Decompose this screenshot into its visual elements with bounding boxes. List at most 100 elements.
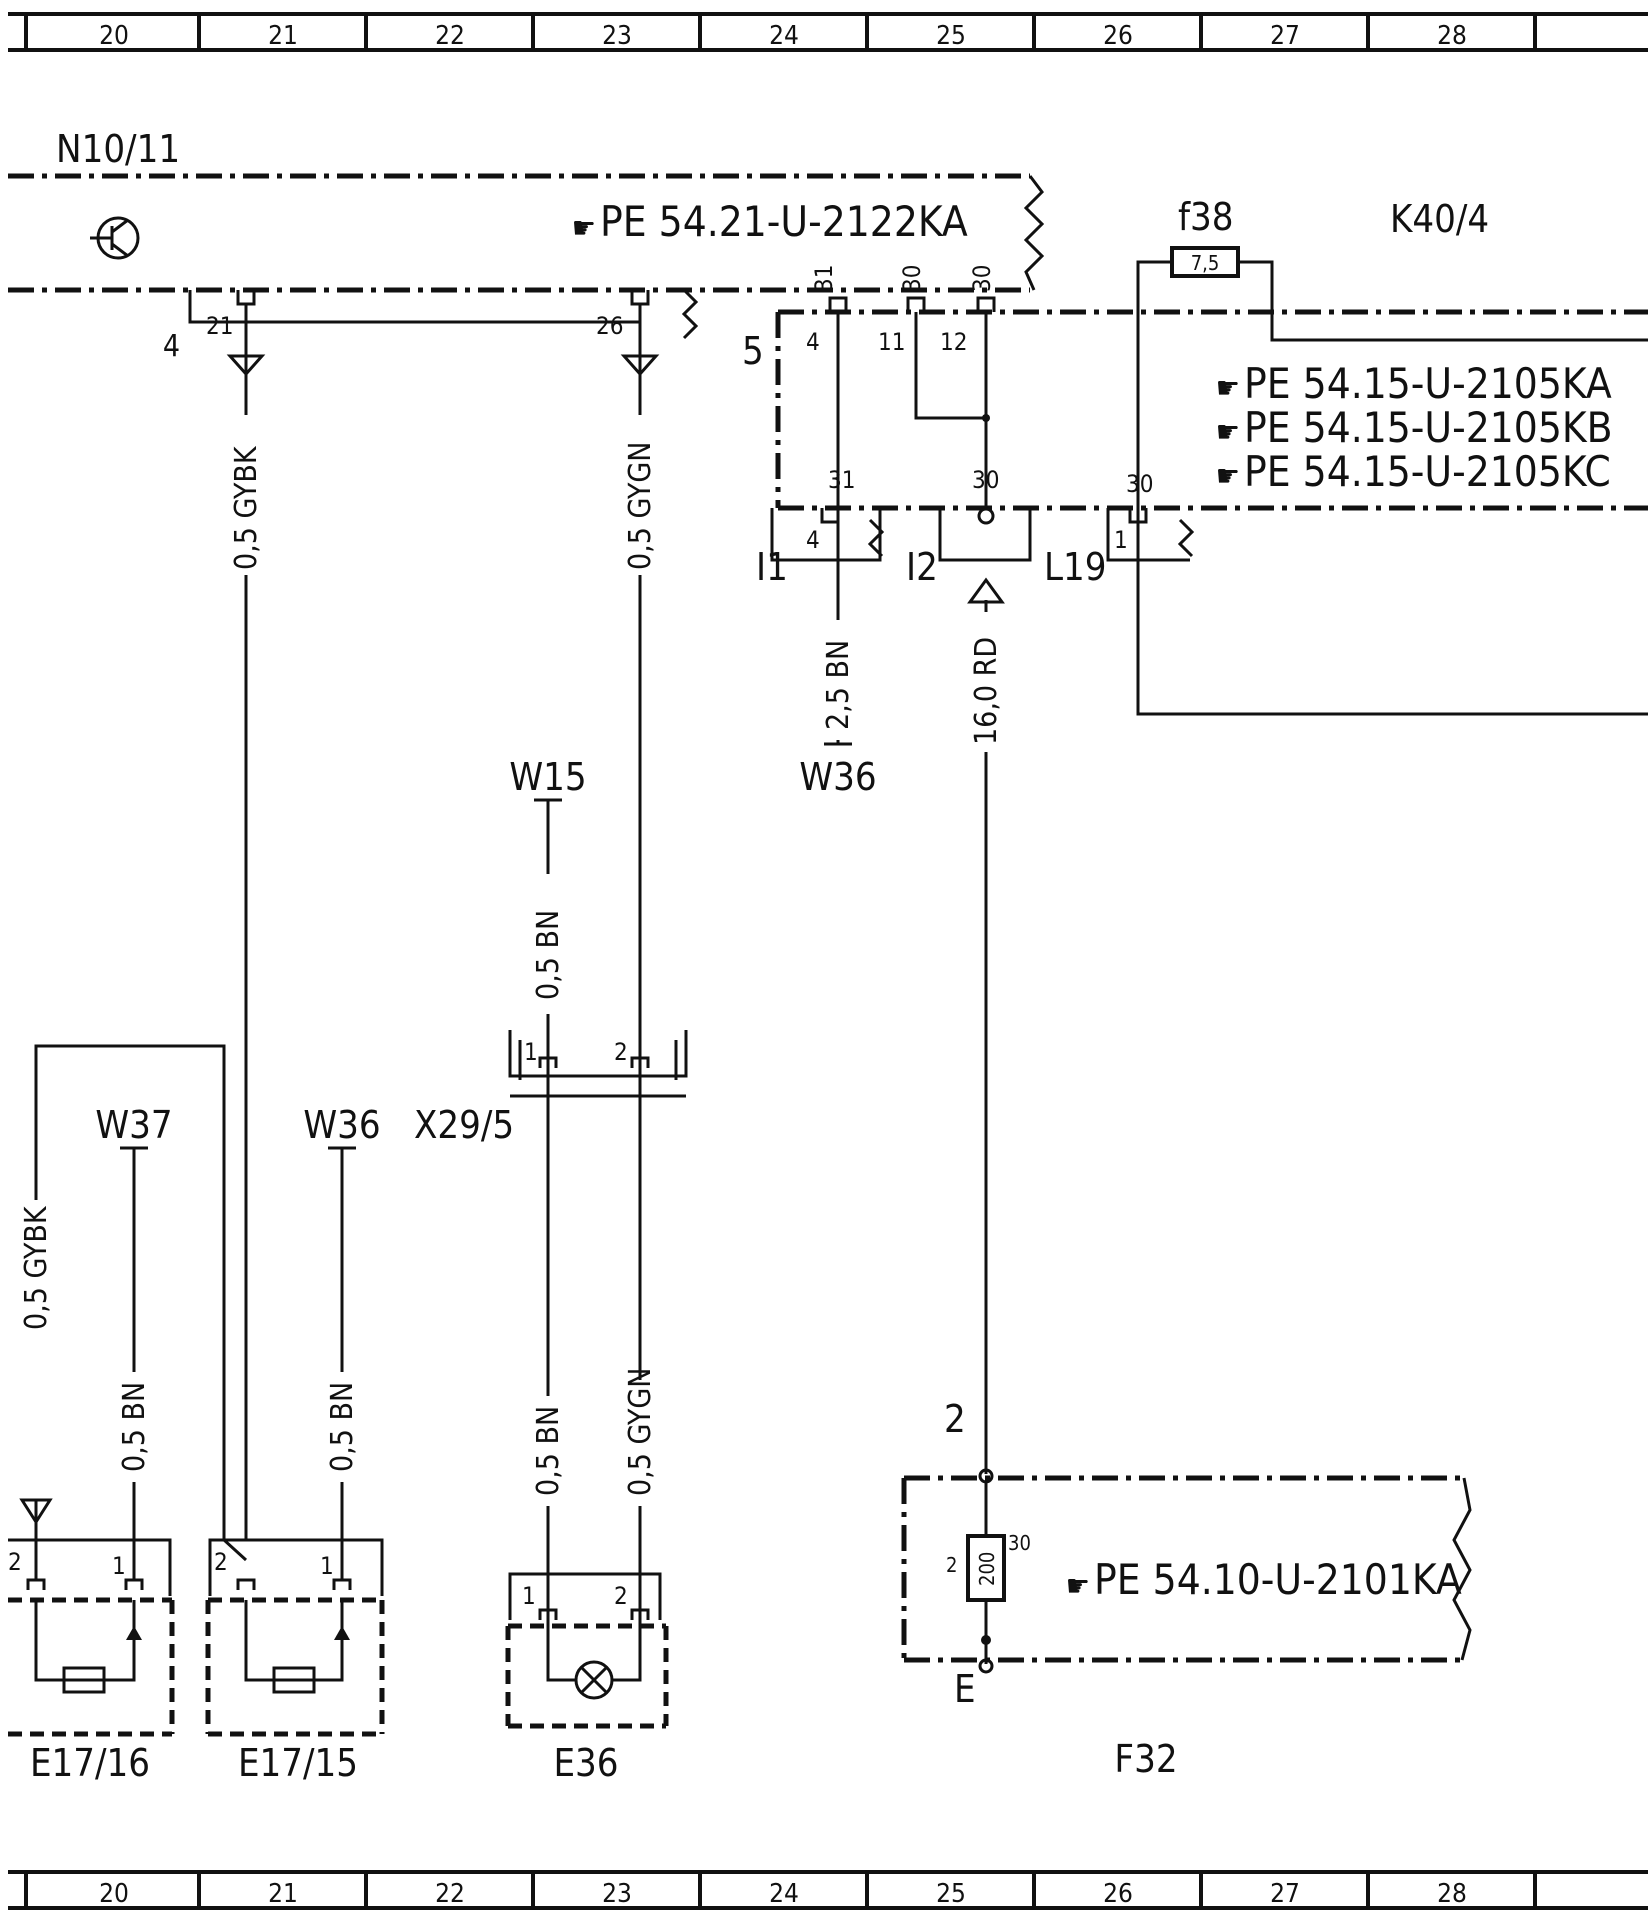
pointing-hand-icon: ☛	[1216, 371, 1240, 406]
column-label: 22	[435, 21, 465, 51]
wire-label-bn: 0,5 BN	[531, 910, 566, 1000]
pin-label: 31	[810, 265, 838, 292]
pin-label: 30	[1008, 1531, 1031, 1555]
pointing-hand-icon: ☛	[572, 211, 596, 246]
f32-module: 2 200 2 30 E PE 54.10-U-2101KA ☛ F32	[901, 1397, 1472, 1781]
e17-15-lamp: W36 0,5 BN 2 1 E17/15	[205, 1103, 385, 1785]
k40-connector-number: 5	[742, 329, 764, 373]
pin-label: 2	[8, 1548, 22, 1576]
column-label: 26	[1103, 21, 1133, 51]
wire-label-gybk: 0,5 GYBK	[229, 445, 264, 570]
pin-label: 30	[898, 265, 926, 292]
column-label: 23	[602, 21, 632, 51]
pin-label: 4	[806, 526, 820, 554]
wire-gybk-loop	[34, 1044, 248, 1562]
component-label-f32: F32	[1114, 1737, 1177, 1781]
wire-label-rd: 16,0 RD	[969, 637, 1004, 745]
ground-point-w15: W15	[509, 755, 586, 799]
pin-label: 1	[320, 1552, 334, 1580]
column-label: 26	[1103, 1879, 1133, 1909]
reference-pe-k40-c: PE 54.15-U-2105KC	[1244, 447, 1611, 496]
pin-label: 1	[112, 1552, 126, 1580]
n10-connector-number: 4	[163, 329, 180, 364]
transistor-icon	[90, 216, 140, 260]
connector-label-x29-5: X29/5	[414, 1103, 514, 1147]
column-label: 24	[769, 1879, 799, 1909]
column-label: 25	[936, 1879, 966, 1909]
column-label: 28	[1437, 21, 1467, 51]
pin-label: 26	[596, 312, 623, 340]
pin-label: 2	[614, 1582, 628, 1610]
connector-label-i1: I1	[756, 545, 788, 589]
wire-label-gybk: 0,5 GYBK	[19, 1205, 54, 1330]
column-label: 21	[268, 1879, 298, 1909]
reference-pe-n10: PE 54.21-U-2122KA	[600, 197, 968, 246]
pin-label: 12	[940, 328, 967, 356]
k40-4-module: K40/4 f38 7,5 5 31 30 30 4 11 12 31 30 3…	[742, 195, 1648, 522]
pin-label: 31	[828, 466, 855, 494]
bulb-icon	[574, 1660, 614, 1700]
led-icon	[126, 1626, 142, 1640]
n10-11-module: N10/11 PE 54.21-U-2122KA ☛ 4 21 26	[8, 127, 1045, 377]
terminal-label-e: E	[954, 1667, 976, 1711]
component-label-n10-11: N10/11	[56, 127, 180, 171]
reference-pe-f32: PE 54.10-U-2101KA	[1094, 1555, 1462, 1604]
wire-label-gygn: 0,5 GYGN	[623, 442, 658, 570]
reference-pe-k40-a: PE 54.15-U-2105KA	[1244, 359, 1612, 408]
component-label-k40-4: K40/4	[1390, 197, 1489, 241]
column-ruler-bottom: 20 21 22 23 24 25 26 27 28	[8, 1870, 1648, 1910]
fuse-label-f38: f38	[1178, 195, 1234, 239]
component-label-e36: E36	[553, 1741, 618, 1785]
pin-label: 4	[806, 328, 820, 356]
e17-16-lamp: 0,5 GYBK W37 0,5 BN 2 1 E17/16	[8, 1044, 248, 1785]
connector-label-l19: L19	[1044, 545, 1107, 589]
pin-label: 11	[878, 328, 905, 356]
column-label: 20	[99, 21, 129, 51]
connector-label-i2: I2	[906, 545, 938, 589]
resistor-icon	[272, 1666, 316, 1694]
pin-label: 30	[1126, 470, 1153, 498]
column-label: 24	[769, 21, 799, 51]
wire-label-bn: 0,5 BN	[531, 1406, 566, 1496]
wire-label-bn: 0,5 BN	[117, 1382, 152, 1472]
component-label-e17-16: E17/16	[30, 1741, 150, 1785]
pin-label: 1	[1114, 526, 1128, 554]
column-label: 27	[1270, 1879, 1300, 1909]
wire-label-bn: 0,5 BN	[325, 1382, 360, 1472]
column-label: 28	[1437, 1879, 1467, 1909]
pin-label: 21	[206, 312, 233, 340]
pin-label: 2	[946, 1553, 957, 1577]
pin-label: 30	[972, 466, 999, 494]
fuse-rating-f38: 7,5	[1191, 251, 1220, 275]
k40-lower-connectors: 4 I1 I2 1 L19	[756, 507, 1648, 716]
ground-point-w36: W36	[799, 755, 876, 799]
led-icon	[334, 1626, 350, 1640]
pin-label: 1	[522, 1582, 536, 1610]
column-label: 20	[99, 1879, 129, 1909]
pointing-hand-icon: ☛	[1216, 459, 1240, 494]
ground-point-w37: W37	[95, 1103, 172, 1147]
ground-connector-icon	[967, 577, 1005, 604]
column-label: 27	[1270, 21, 1300, 51]
fuse-rating-f32: 200	[975, 1552, 999, 1586]
wire-label-bn: 2,5 BN	[821, 640, 856, 730]
reference-pe-k40-b: PE 54.15-U-2105KB	[1244, 403, 1613, 452]
column-label: 25	[936, 21, 966, 51]
component-label-e17-15: E17/15	[238, 1741, 358, 1785]
connector-x29-5: 1 2 X29/5	[414, 1030, 688, 1147]
ground-point-w36: W36	[303, 1103, 380, 1147]
pin-label: 30	[968, 265, 996, 292]
pointing-hand-icon: ☛	[1216, 415, 1240, 450]
column-label: 23	[602, 1879, 632, 1909]
pin-label: 2	[214, 1548, 228, 1576]
pin-label: 1	[524, 1038, 538, 1066]
column-ruler-top: 20 21 22 23 24 25 26 27 28	[8, 12, 1648, 52]
pin-label: 2	[614, 1038, 628, 1066]
pointing-hand-icon: ☛	[1066, 1569, 1090, 1604]
column-label: 22	[435, 1879, 465, 1909]
wire-label-gygn: 0,5 GYGN	[623, 1368, 658, 1496]
e36-lamp: 0,5 BN 0,5 GYGN 1 2 E36	[505, 1368, 669, 1785]
resistor-icon	[62, 1666, 106, 1694]
pin-label: 2	[944, 1397, 966, 1441]
